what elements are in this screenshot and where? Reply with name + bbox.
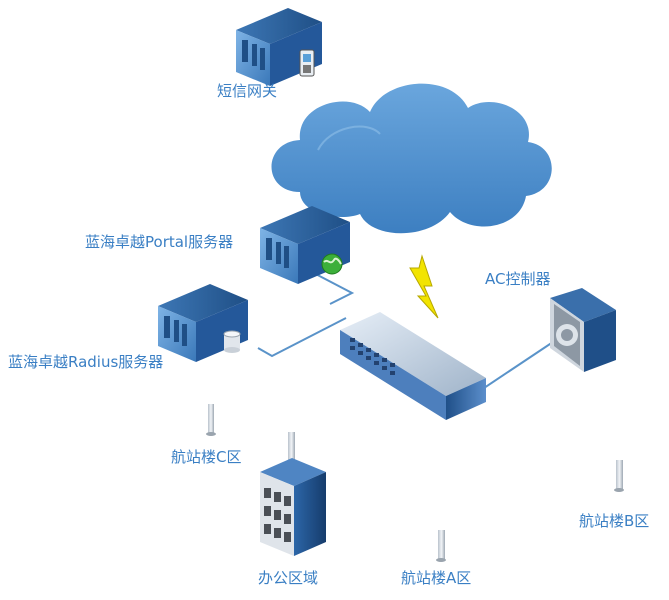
antenna-terminal-c-icon	[206, 404, 216, 436]
label-terminal-c: 航站楼C区	[171, 448, 242, 466]
portal-server-icon	[260, 206, 350, 284]
link-radius-switch	[257, 317, 347, 358]
link-switch-ac	[477, 339, 557, 393]
antenna-terminal-a-icon	[436, 530, 446, 562]
office-building-icon	[260, 432, 326, 556]
globe-icon	[321, 253, 343, 275]
ac-controller-icon	[550, 288, 616, 372]
wireless-lightning-icon	[409, 254, 439, 319]
label-terminal-a: 航站楼A区	[401, 569, 472, 587]
label-terminal-b: 航站楼B区	[579, 512, 650, 530]
label-portal-server: 蓝海卓越Portal服务器	[85, 233, 234, 251]
radius-server-icon	[158, 284, 248, 362]
internet-cloud	[271, 83, 552, 234]
antenna-terminal-b-icon	[614, 460, 624, 492]
label-radius-server: 蓝海卓越Radius服务器	[8, 353, 164, 371]
label-office-area: 办公区域	[258, 569, 319, 587]
network-links	[257, 269, 557, 393]
sms-gateway-server-icon	[236, 8, 322, 86]
link-portal-switch	[307, 269, 355, 305]
mobile-phone-icon	[299, 49, 315, 77]
core-switch-icon	[340, 312, 486, 420]
label-ac-controller: AC控制器	[485, 270, 551, 288]
label-sms-gateway: 短信网关	[217, 82, 278, 100]
database-icon	[223, 330, 241, 353]
